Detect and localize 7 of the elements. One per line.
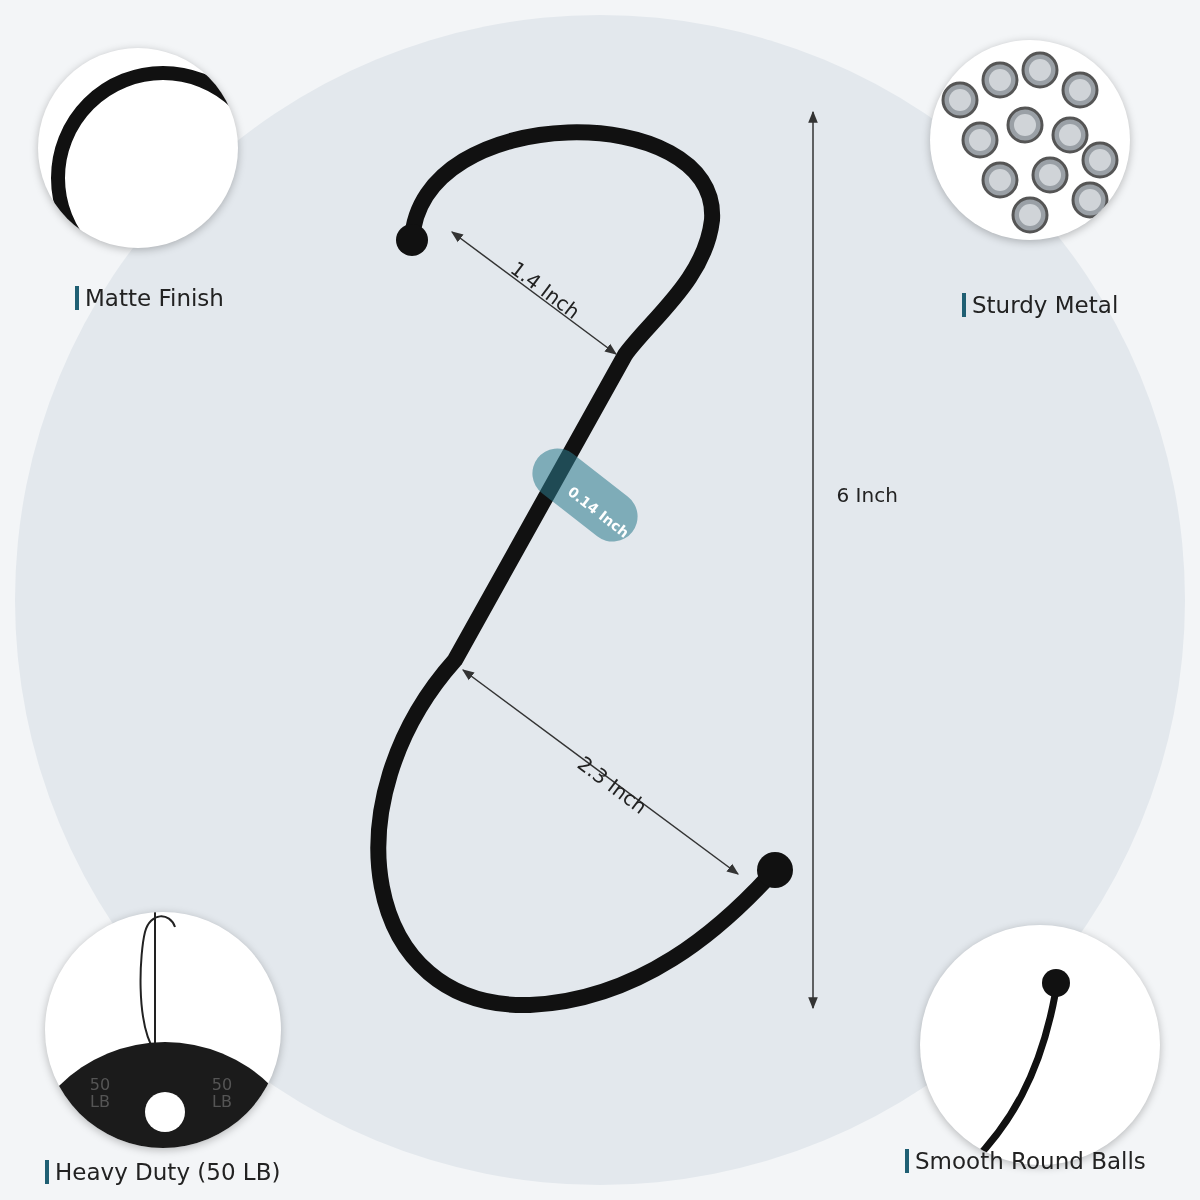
embossed-text: 50 LB	[88, 1076, 112, 1110]
embossed-text: 50 LB	[210, 1076, 234, 1110]
feature-caption: Matte Finish	[75, 286, 224, 310]
feature-caption: Sturdy Metal	[962, 293, 1119, 317]
feature-caption: Smooth Round Balls	[905, 1149, 1146, 1173]
dimension-label: 6 Inch	[836, 483, 898, 507]
feature-caption: Heavy Duty (50 LB)	[45, 1160, 281, 1184]
